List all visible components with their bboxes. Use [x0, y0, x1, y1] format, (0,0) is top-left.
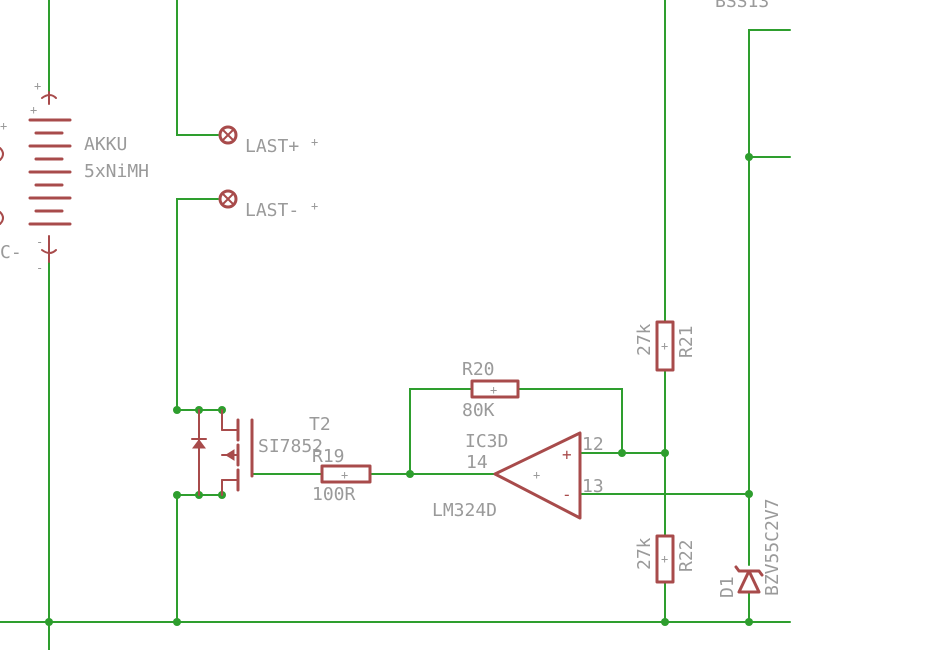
opamp-plus-sign: + [562, 445, 572, 464]
battery-top-terminal [41, 91, 57, 105]
resistor-body [470, 379, 520, 399]
resistor-body [655, 534, 675, 584]
battery-bottom-terminal [41, 235, 57, 263]
zener-d1: D1 BZV55C2V7 [717, 498, 783, 598]
top-partial-label: BSS13 [715, 0, 769, 12]
junction-dot [173, 618, 181, 626]
connector-label-last-plus: LAST+ [245, 136, 299, 157]
junction-dot [745, 490, 753, 498]
connector-pad [218, 189, 238, 209]
resistor-mark: + [661, 552, 668, 566]
opamp-pin-minus: 13 [582, 476, 604, 497]
resistor-r22: + R22 27k [634, 534, 697, 584]
zener-name: D1 [717, 576, 738, 598]
junction-dot [745, 153, 753, 161]
resistor-body [655, 320, 675, 372]
opamp-name: IC3D [465, 431, 508, 452]
opamp-minus-sign: - [562, 485, 572, 504]
mosfet-t2: T2 SI7852 [191, 409, 331, 496]
opamp-ic3d: + - + 14 12 13 IC3D LM324D [432, 431, 604, 521]
last-plus-wire [176, 0, 219, 136]
opamp-pin-out: 14 [466, 452, 488, 473]
mosfet-value: SI7852 [258, 436, 323, 457]
resistor-mark: + [661, 339, 668, 353]
zener-triangle [737, 569, 761, 594]
resistor-body [320, 464, 372, 484]
battery-minus-mark: - [36, 235, 43, 249]
opamp-value: LM324D [432, 500, 497, 521]
zener-bar [734, 565, 764, 577]
battery-plus-mark: + [0, 119, 7, 133]
connector-cross [222, 193, 234, 205]
resistor-name: R20 [462, 359, 495, 380]
battery-akku: + + + - - C- AKKU 5xNiMH [0, 79, 149, 275]
resistor-value: 27k [634, 323, 655, 356]
junction-dot [173, 491, 181, 499]
opamp-inner-sign: + [533, 468, 540, 482]
junction-dot [173, 406, 181, 414]
connector-plus-mark: + [311, 135, 318, 149]
battery-value: 5xNiMH [84, 161, 149, 182]
resistor-name: R21 [676, 325, 697, 358]
mosfet-arrow [225, 449, 235, 461]
last-minus-wire [176, 198, 219, 411]
resistor-r19: + R19 100R [312, 446, 372, 505]
connector-plus-mark: + [311, 199, 318, 213]
body-diode-triangle [192, 439, 206, 449]
junction-dot [661, 618, 669, 626]
resistor-value: 100R [312, 484, 356, 505]
resistor-name: R19 [312, 446, 345, 467]
battery-minus-label: C- [0, 242, 22, 263]
connector-cross [222, 129, 234, 141]
junction-dot [745, 618, 753, 626]
battery-edge-marks [0, 147, 4, 225]
battery-plus-mark: + [34, 79, 41, 93]
resistor-value: 80K [462, 400, 495, 421]
resistor-value: 27k [634, 537, 655, 570]
connector-last-minus: LAST- + [218, 189, 318, 221]
junction-dot [618, 449, 626, 457]
resistor-r21: + R21 27k [634, 320, 697, 372]
junction-dot [406, 470, 414, 478]
feedback-left-wire [409, 388, 473, 475]
resistor-mark: + [490, 383, 497, 397]
feedback-right-wire [517, 388, 623, 454]
mosfet-name: T2 [309, 414, 331, 435]
zener-value: BZV55C2V7 [762, 498, 783, 596]
resistor-name: R22 [676, 539, 697, 572]
junction-dot [661, 449, 669, 457]
junction-dot [45, 618, 53, 626]
resistor-mark: + [341, 468, 348, 482]
connector-pad [218, 125, 238, 145]
battery-name: AKKU [84, 134, 127, 155]
opamp-pin-plus: 12 [582, 434, 604, 455]
battery-plus-mark: + [30, 103, 37, 117]
resistor-r20: + R20 80K [462, 359, 520, 421]
battery-minus-mark: - [36, 261, 43, 275]
opamp-triangle [493, 431, 582, 520]
connector-label-last-minus: LAST- [245, 200, 299, 221]
zener-top-wire [748, 29, 791, 566]
connector-last-plus: LAST+ + [218, 125, 318, 157]
